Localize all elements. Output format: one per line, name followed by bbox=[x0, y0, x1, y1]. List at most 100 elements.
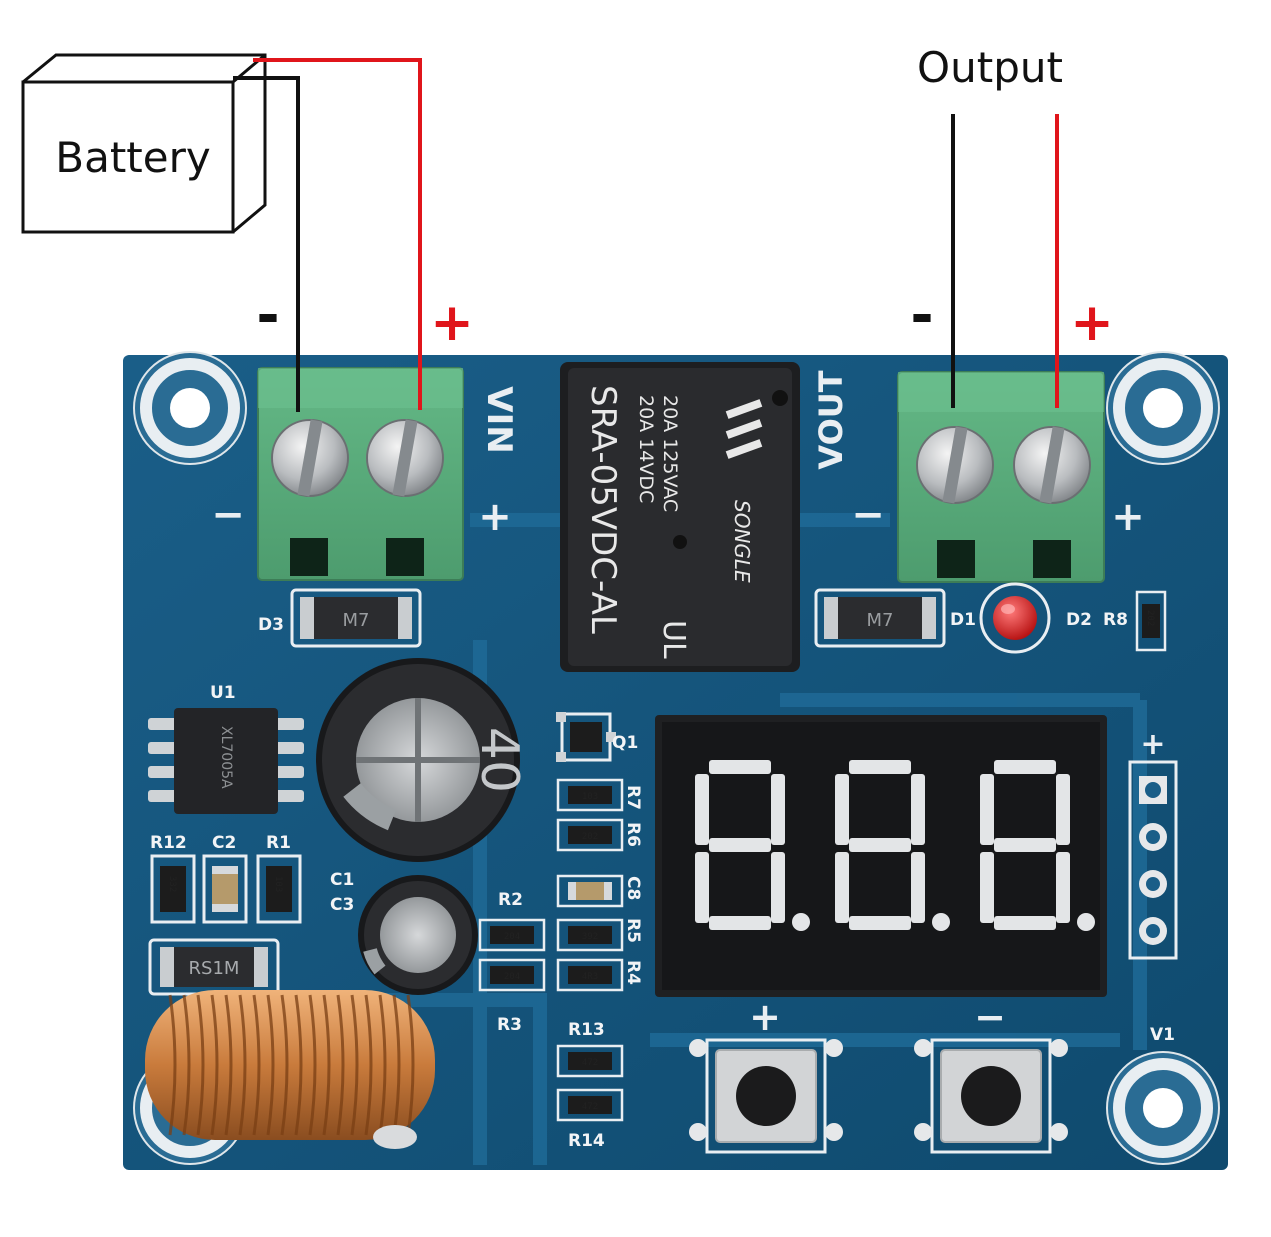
output-minus-label: - bbox=[910, 283, 933, 348]
resistor-r5: 392 bbox=[556, 918, 624, 952]
mounting-hole-top-right bbox=[1106, 351, 1220, 465]
diode-d1-mark: M7 bbox=[867, 610, 894, 631]
output-negative-screw bbox=[916, 426, 994, 504]
coil-winding bbox=[224, 994, 233, 1136]
coil-winding bbox=[210, 994, 219, 1136]
coil-winding bbox=[392, 994, 401, 1136]
display-decimal-point bbox=[792, 913, 810, 931]
resistor-r1-code: 103 bbox=[273, 876, 283, 892]
vin-minus-label: − bbox=[211, 492, 245, 538]
relay: SRA-05VDC-AL 20A 14VDC 20A 125VAC SONGLE… bbox=[560, 362, 800, 672]
resistor-r2b: 204 bbox=[478, 958, 546, 992]
display-segment bbox=[849, 916, 911, 930]
label-r8: R8 bbox=[1103, 610, 1128, 630]
ul-certification-icon: UL bbox=[656, 620, 691, 659]
label-c3: C3 bbox=[330, 895, 354, 915]
resistor-r4-code: 4R3 bbox=[582, 972, 598, 982]
coil-winding bbox=[322, 994, 331, 1136]
display-segment bbox=[835, 852, 849, 923]
label-q1: Q1 bbox=[612, 733, 638, 753]
display-segment bbox=[911, 774, 925, 845]
battery-box bbox=[21, 53, 267, 234]
resistor-r6: 202 bbox=[556, 818, 624, 852]
ic-u1: XL7005A bbox=[148, 708, 304, 814]
coil-winding bbox=[182, 994, 191, 1136]
label-v1: V1 bbox=[1150, 1025, 1175, 1045]
coil-winding bbox=[308, 994, 317, 1136]
resistor-r1: 103 bbox=[256, 854, 302, 924]
input-negative-wire bbox=[233, 76, 300, 412]
label-r14: R14 bbox=[568, 1131, 605, 1151]
electrolytic-capacitor-small bbox=[358, 875, 478, 995]
coil-winding bbox=[266, 994, 275, 1136]
display-segment bbox=[709, 916, 771, 930]
resistor-r5-code: 392 bbox=[582, 932, 598, 942]
input-terminal-block bbox=[257, 367, 464, 581]
label-d1: D1 bbox=[950, 610, 976, 630]
transistor-q1 bbox=[556, 712, 616, 762]
coil-winding bbox=[196, 994, 205, 1136]
display-segment bbox=[835, 774, 849, 845]
resistor-r14-code: 472 bbox=[582, 1102, 598, 1112]
label-c2: C2 bbox=[212, 833, 236, 853]
relay-rating-2: 20A 125VAC bbox=[659, 395, 681, 512]
display-segment bbox=[1056, 774, 1070, 845]
input-positive-wire bbox=[253, 58, 422, 410]
label-r12: R12 bbox=[150, 833, 187, 853]
resistor-r7-code: 103 bbox=[582, 792, 598, 802]
resistor-r2b-code: 204 bbox=[504, 972, 520, 982]
vin-plus-label: + bbox=[478, 494, 512, 540]
relay-model: SRA-05VDC-AL bbox=[583, 385, 623, 634]
resistor-r2: 204 bbox=[478, 918, 546, 952]
display-segment bbox=[849, 760, 911, 774]
input-plus-label: + bbox=[430, 293, 474, 353]
coil-winding bbox=[252, 994, 261, 1136]
coil-winding bbox=[294, 994, 303, 1136]
header-plus-label: + bbox=[1140, 727, 1165, 762]
label-r3: R3 bbox=[497, 1015, 522, 1035]
output-label: Output bbox=[917, 43, 1063, 92]
display-segment bbox=[771, 774, 785, 845]
diode-rs1m: RS1M bbox=[148, 938, 280, 996]
electrolytic-capacitor-large: 40 bbox=[316, 658, 529, 862]
display-segment bbox=[849, 838, 911, 852]
seven-segment-display bbox=[655, 715, 1107, 997]
vout-plus-label: + bbox=[1111, 494, 1145, 540]
battery-label: Battery bbox=[55, 133, 210, 182]
coil-winding bbox=[168, 994, 177, 1136]
display-segment bbox=[771, 852, 785, 923]
coil-winding bbox=[406, 994, 415, 1136]
label-r2: R2 bbox=[498, 890, 523, 910]
display-segment bbox=[695, 774, 709, 845]
output-plus-label: + bbox=[1070, 293, 1114, 353]
display-decimal-point bbox=[1077, 913, 1095, 931]
resistor-r13: 472 bbox=[556, 1044, 624, 1078]
resistor-r14: 472 bbox=[556, 1088, 624, 1122]
resistor-r8-code: 202 bbox=[1145, 610, 1155, 626]
diode-rs1m-mark: RS1M bbox=[189, 958, 240, 979]
capacitor-c8 bbox=[556, 874, 624, 908]
display-segment bbox=[911, 852, 925, 923]
diode-d3-mark: M7 bbox=[343, 610, 370, 631]
resistor-r2-code: 204 bbox=[504, 932, 520, 942]
input-negative-screw bbox=[271, 419, 349, 497]
increase-button[interactable] bbox=[689, 1038, 843, 1154]
vout-minus-label: − bbox=[851, 492, 885, 538]
resistor-r12-code: 332 bbox=[167, 876, 177, 892]
display-segment bbox=[994, 760, 1056, 774]
coil-winding bbox=[336, 994, 345, 1136]
mounting-hole-top-left bbox=[133, 351, 247, 465]
mounting-hole-bottom-right bbox=[1106, 1051, 1220, 1165]
vin-label: VIN bbox=[479, 386, 519, 453]
decrease-button[interactable] bbox=[914, 1038, 1068, 1154]
capacitor-marking: 40 bbox=[469, 727, 529, 793]
display-segment bbox=[1056, 852, 1070, 923]
display-segment bbox=[980, 852, 994, 923]
resistor-r4: 4R3 bbox=[556, 958, 624, 992]
label-r1: R1 bbox=[266, 833, 291, 853]
label-d3: D3 bbox=[258, 615, 284, 635]
ic-u1-marking: XL7005A bbox=[218, 726, 234, 789]
coil-winding bbox=[350, 994, 359, 1136]
coil-winding bbox=[364, 994, 373, 1136]
